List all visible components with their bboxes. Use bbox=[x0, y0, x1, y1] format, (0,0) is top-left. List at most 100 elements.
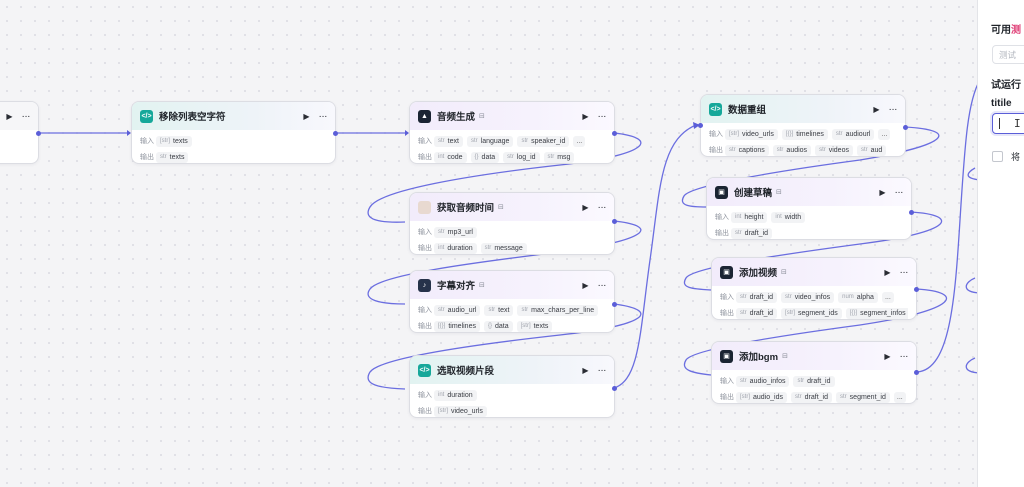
video-edit-icon: ▣ bbox=[720, 349, 733, 363]
run-icon[interactable]: ▶ bbox=[6, 111, 13, 121]
plugin-icon: ⊟ bbox=[782, 353, 788, 360]
test-set-select[interactable]: 测试 bbox=[992, 45, 1024, 64]
more-icon[interactable]: ··· bbox=[597, 279, 607, 291]
audio-gen-icon: ▲ bbox=[418, 109, 431, 123]
code-icon: </> bbox=[709, 102, 722, 116]
save-checkbox[interactable] bbox=[992, 151, 1003, 162]
param-chip: [str]texts bbox=[516, 320, 553, 332]
row-label: 输出 bbox=[418, 245, 432, 252]
port-out[interactable] bbox=[909, 210, 914, 215]
port-out[interactable] bbox=[612, 131, 617, 136]
node-data-regroup[interactable]: </> 数据重组 ▶ ··· 输入 [str]video_urls [{}]ti… bbox=[700, 94, 906, 157]
more-icon[interactable]: ··· bbox=[318, 110, 328, 122]
port-out[interactable] bbox=[612, 386, 617, 391]
param-chip: [{}]timelines bbox=[781, 128, 828, 140]
plugin-icon: ⊟ bbox=[479, 113, 485, 120]
node-title: 字幕对齐 bbox=[437, 281, 476, 292]
port-out[interactable] bbox=[914, 370, 919, 375]
plugin-icon: ⊟ bbox=[498, 204, 504, 211]
run-icon[interactable]: ▶ bbox=[884, 351, 891, 361]
port-out[interactable] bbox=[36, 131, 41, 136]
more-icon[interactable]: ··· bbox=[899, 266, 909, 278]
node-title: 移除列表空字符 bbox=[159, 112, 226, 123]
text-cursor-icon: I bbox=[1014, 117, 1021, 130]
run-icon[interactable]: ▶ bbox=[303, 111, 310, 121]
plugin-icon: ⊟ bbox=[776, 189, 782, 196]
more-params-chip[interactable]: ... bbox=[893, 391, 906, 403]
run-icon[interactable]: ▶ bbox=[582, 280, 589, 290]
port-out[interactable] bbox=[914, 287, 919, 292]
edge-6 bbox=[613, 124, 697, 389]
more-icon[interactable]: ··· bbox=[899, 350, 909, 362]
more-icon[interactable]: ··· bbox=[597, 201, 607, 213]
param-chip: [{}]timelines bbox=[434, 320, 480, 332]
output-row: 输出 [str]video_urls bbox=[418, 403, 606, 417]
run-icon[interactable]: ▶ bbox=[884, 267, 891, 277]
panel-subtitle: 试运行 bbox=[991, 80, 1021, 91]
port-in[interactable] bbox=[698, 123, 703, 128]
row-label: 输入 bbox=[418, 392, 432, 399]
run-icon[interactable]: ▶ bbox=[582, 111, 589, 121]
video-edit-icon: ▣ bbox=[720, 265, 733, 279]
run-icon[interactable]: ▶ bbox=[873, 104, 880, 114]
run-icon[interactable]: ▶ bbox=[582, 365, 589, 375]
run-icon[interactable]: ▶ bbox=[879, 187, 886, 197]
more-icon[interactable]: ··· bbox=[894, 186, 904, 198]
port-out[interactable] bbox=[333, 131, 338, 136]
node-title: 添加视频 bbox=[739, 268, 778, 279]
port-out[interactable] bbox=[903, 125, 908, 130]
more-icon[interactable]: ··· bbox=[597, 364, 607, 376]
row-label: 输入 bbox=[140, 138, 154, 145]
row-label: 输入 bbox=[418, 229, 432, 236]
more-icon[interactable]: ··· bbox=[21, 110, 31, 122]
node-left-partial[interactable]: ▶ ··· bbox=[0, 101, 39, 164]
more-params-chip[interactable]: ... bbox=[878, 128, 891, 140]
node-title: 创建草稿 bbox=[734, 188, 773, 199]
row-label: 输出 bbox=[709, 147, 723, 154]
port-out[interactable] bbox=[612, 302, 617, 307]
param-chip: [{}]segment_infos bbox=[845, 307, 908, 319]
row-label: 输出 bbox=[418, 154, 432, 161]
more-icon[interactable]: ··· bbox=[597, 110, 607, 122]
more-params-chip[interactable]: ... bbox=[573, 135, 586, 147]
port-out[interactable] bbox=[612, 219, 617, 224]
run-icon[interactable]: ▶ bbox=[582, 202, 589, 212]
more-icon[interactable]: ··· bbox=[888, 103, 898, 115]
titile-input[interactable]: I bbox=[992, 113, 1024, 134]
more-params-chip[interactable]: ... bbox=[881, 291, 894, 303]
row-label: 输出 bbox=[418, 323, 432, 330]
input-row: 输入 [str]texts bbox=[140, 133, 327, 149]
